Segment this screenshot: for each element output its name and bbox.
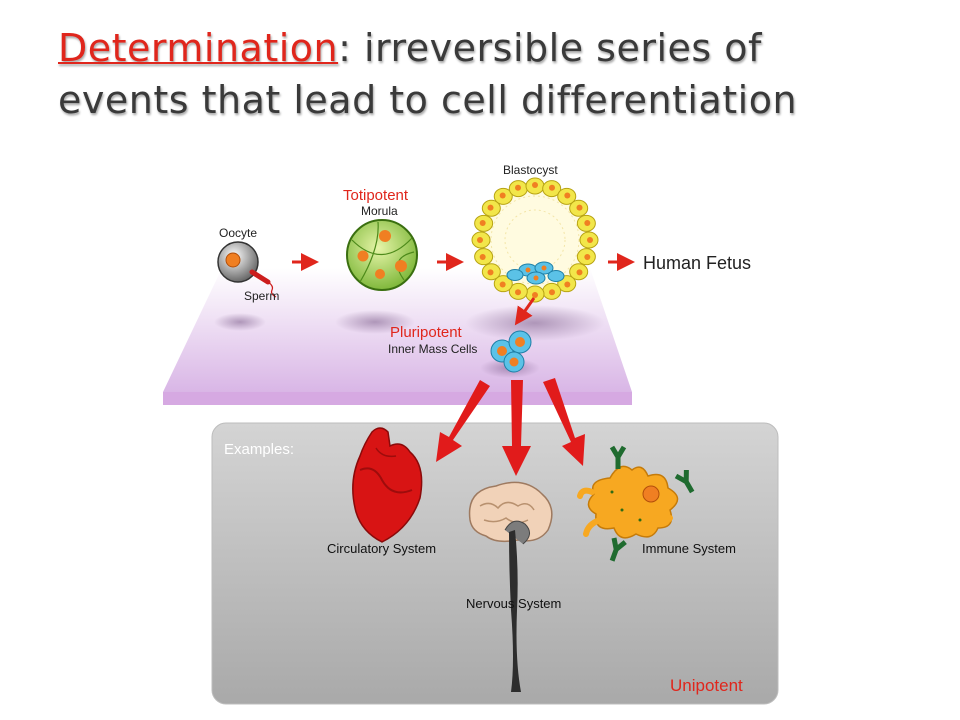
trophoblast-nucleus: [515, 184, 522, 191]
arrow-blastocyst-inner-mass: [514, 297, 536, 326]
trophoblast-nucleus: [532, 182, 538, 188]
examples-heading: Examples:: [224, 441, 294, 458]
trophoblast-nucleus: [487, 204, 494, 211]
examples-panel: [211, 422, 779, 705]
title-keyword: Determination: [58, 26, 339, 70]
trophoblast-nucleus: [487, 269, 494, 276]
oocyte-label: Oocyte: [219, 226, 257, 240]
inner-mass-cells-icon: [490, 330, 532, 373]
blastocyst-icon: [471, 177, 599, 303]
morula-label: Morula: [361, 204, 398, 218]
slide-title: Determination: irreversible series of eve…: [58, 22, 918, 126]
immune-label: Immune System: [642, 541, 736, 556]
trophoblast-nucleus: [532, 292, 538, 298]
trophoblast-nucleus: [576, 204, 583, 211]
unipotent-label: Unipotent: [670, 676, 743, 695]
trophoblast-nucleus: [499, 281, 506, 288]
brain-spinal-cord-icon: [468, 481, 553, 692]
pluripotent-label: Pluripotent: [390, 324, 463, 341]
totipotent-label: Totipotent: [343, 187, 409, 204]
oocyte-cell-icon: [217, 241, 277, 298]
title-line2: events that lead to cell differentiation: [58, 78, 798, 122]
trophoblast-nucleus: [479, 253, 486, 260]
trophoblast-nucleus: [548, 184, 555, 191]
inner-mass-label: Inner Mass Cells: [388, 342, 477, 356]
trophoblast-nucleus: [584, 220, 591, 227]
sperm-label: Sperm: [244, 289, 279, 303]
title-line1: : irreversible series of: [338, 26, 762, 70]
immune-cell-icon: [577, 465, 679, 539]
trophoblast-nucleus: [499, 192, 506, 199]
trophoblast-nucleus: [548, 289, 555, 296]
circulatory-label: Circulatory System: [327, 541, 436, 556]
trophoblast-nucleus: [477, 237, 483, 243]
trophoblast-nucleus: [587, 237, 593, 243]
human-fetus-label: Human Fetus: [643, 253, 751, 273]
trophoblast-nucleus: [515, 289, 522, 296]
trophoblast-nucleus: [564, 281, 571, 288]
differentiation-arrows: [436, 378, 585, 476]
trophoblast-nucleus: [584, 253, 591, 260]
morula-icon: [346, 219, 418, 291]
blastocyst-label: Blastocyst: [503, 163, 558, 177]
nervous-label: Nervous System: [466, 596, 561, 611]
heart-icon: [352, 427, 423, 543]
trophoblast-nucleus: [576, 269, 583, 276]
antibody-icon: [609, 445, 695, 562]
trophoblast-nucleus: [479, 220, 486, 227]
trophoblast-nucleus: [564, 192, 571, 199]
